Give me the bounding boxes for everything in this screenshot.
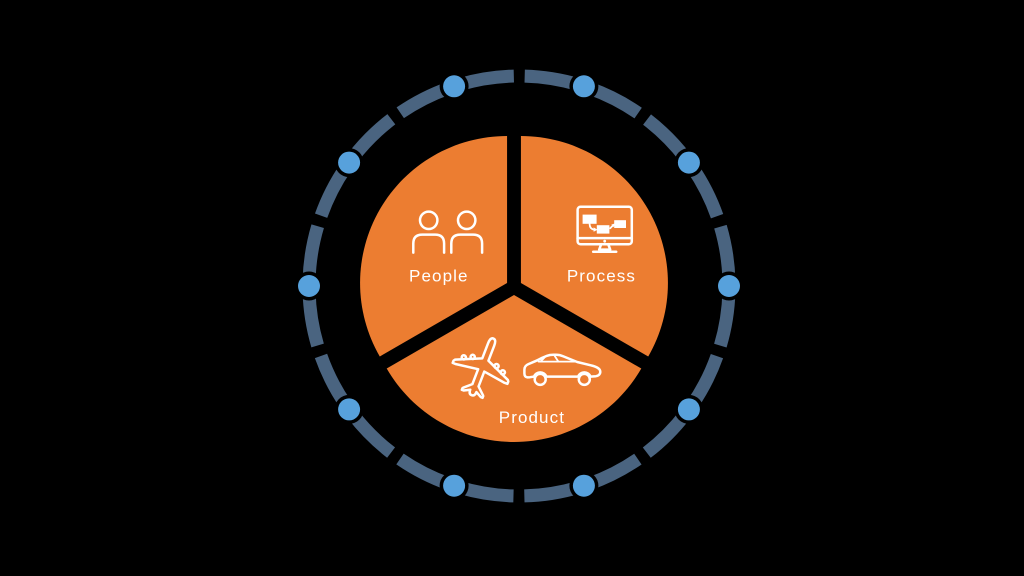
car-wheel xyxy=(533,372,547,387)
engine xyxy=(460,354,468,361)
segment-process xyxy=(520,136,668,357)
flowchart-arrow xyxy=(609,224,614,230)
segment-label-process: Process xyxy=(567,266,636,285)
people-icon xyxy=(412,210,484,254)
segment-label-people: People xyxy=(409,266,469,285)
ring-node-dot xyxy=(674,148,704,178)
segment-people xyxy=(360,136,508,357)
segment-label-product: Product xyxy=(499,408,565,427)
flowchart-box xyxy=(596,225,610,234)
dot xyxy=(677,151,700,174)
flowchart-box xyxy=(614,220,626,228)
ring-node-dot xyxy=(439,471,469,501)
dot xyxy=(338,398,361,421)
flowchart-arrow xyxy=(588,223,596,231)
dot xyxy=(338,151,361,174)
flowchart-arrowhead xyxy=(593,227,598,232)
ring-node-dot xyxy=(334,148,364,178)
car-wheel xyxy=(577,372,592,387)
engine xyxy=(499,368,507,376)
flowchart-box xyxy=(582,214,597,224)
engine xyxy=(469,353,477,361)
airplane-icon xyxy=(451,337,510,400)
outer-dashed-ring xyxy=(294,69,744,503)
car-icon xyxy=(523,353,602,387)
dot xyxy=(677,398,700,421)
ring-node-dot xyxy=(674,394,704,424)
ring-node-dot xyxy=(569,471,599,501)
engine xyxy=(493,362,500,370)
dot xyxy=(572,474,595,497)
dot xyxy=(443,474,466,497)
ring-node-dot xyxy=(569,71,599,101)
segment-product xyxy=(386,295,642,442)
car-window-line xyxy=(539,355,547,363)
ring-node-dot xyxy=(714,271,744,301)
dot xyxy=(443,75,466,98)
dot xyxy=(718,275,740,297)
flowchart-arrowhead xyxy=(611,223,616,228)
pie-chart: People Process Product xyxy=(360,136,668,442)
car-window-line xyxy=(553,354,560,363)
dot xyxy=(298,275,320,297)
monitor-button xyxy=(603,239,607,243)
monitor-stand xyxy=(597,242,612,251)
ring-node-dot xyxy=(294,271,324,301)
dot xyxy=(572,75,595,98)
ring-node-dot xyxy=(439,71,469,101)
process-monitor-icon xyxy=(576,205,634,254)
product-vehicles-icon xyxy=(451,337,602,400)
ring-node-dot xyxy=(334,394,364,424)
